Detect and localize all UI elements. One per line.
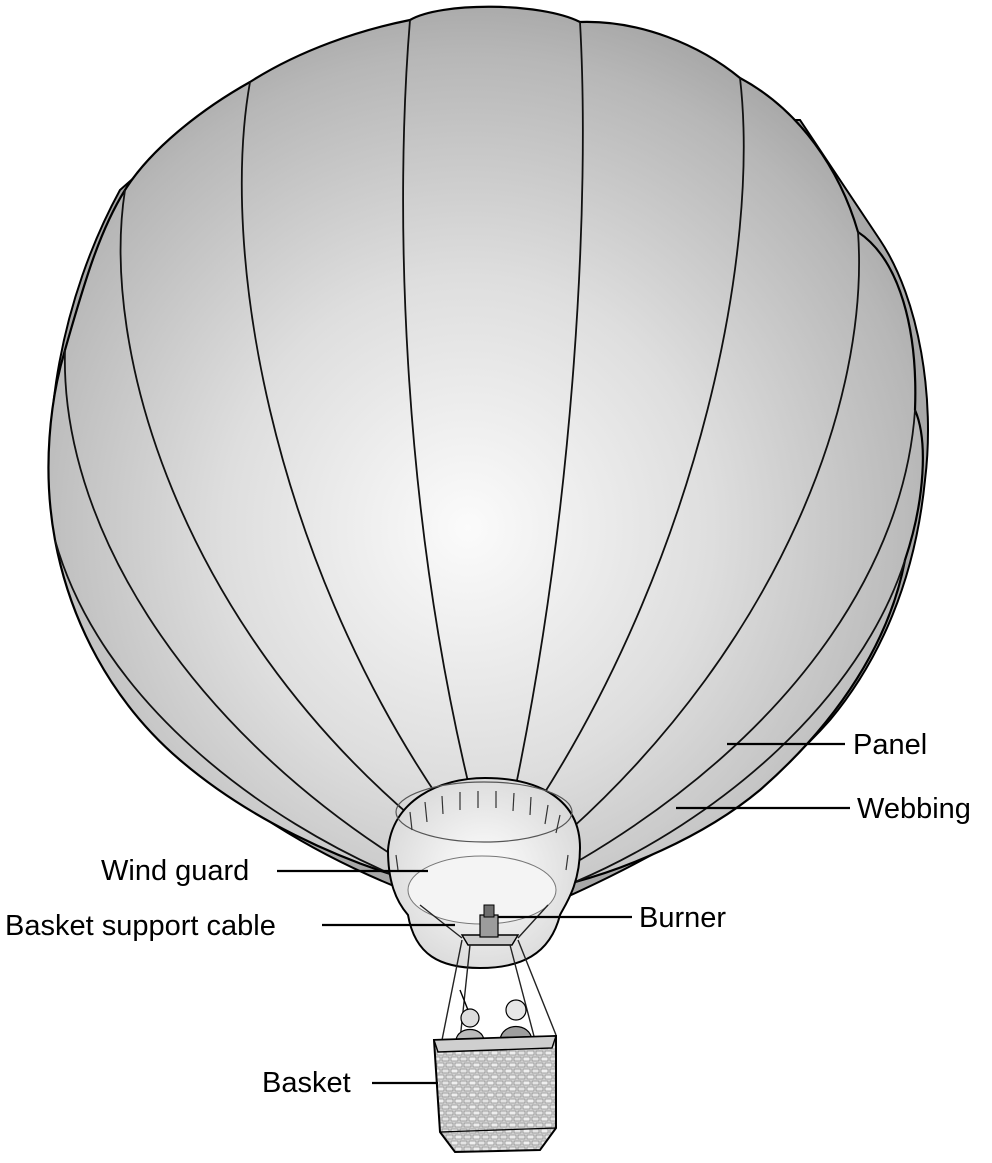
burner-label: Burner <box>639 902 727 934</box>
basket-label: Basket <box>262 1067 351 1099</box>
wind-guard-ticks <box>395 791 569 871</box>
basket <box>432 1034 557 1154</box>
webbing-label: Webbing <box>857 793 971 825</box>
envelope-seams <box>54 19 916 883</box>
envelope <box>47 5 924 907</box>
wind-guard-label: Wind guard <box>101 855 250 887</box>
basket-support-cables <box>419 904 557 1041</box>
burner <box>460 904 520 946</box>
panel-label: Panel <box>853 729 928 761</box>
leader-lines <box>277 742 850 1085</box>
passengers <box>455 989 533 1041</box>
basket-support-cable-label: Basket support cable <box>5 910 276 942</box>
wind-guard-rim <box>395 781 573 843</box>
